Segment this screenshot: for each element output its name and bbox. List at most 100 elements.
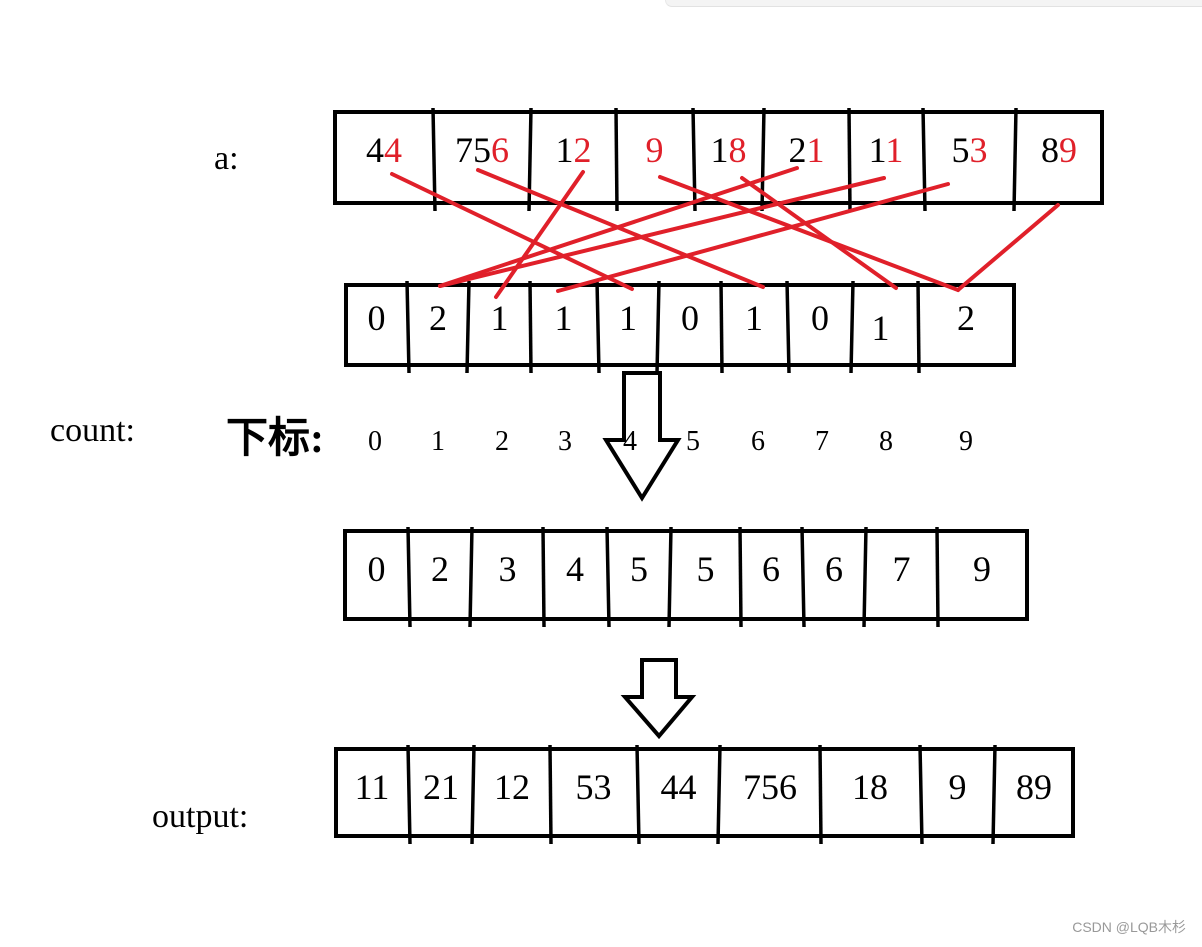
cell-divider [918, 744, 924, 845]
a-cell-value: 44 [366, 132, 402, 168]
a-cell-digit: 4 [384, 130, 402, 170]
index-number: 8 [879, 426, 893, 457]
output-cell-value: 18 [852, 767, 888, 807]
down-arrow [602, 371, 682, 502]
a-cell-digit: 2 [573, 130, 592, 170]
a-cell-prefix: 2 [788, 130, 807, 170]
cell-divider [719, 280, 724, 374]
cell-divider [849, 280, 855, 374]
mapping-line [438, 176, 886, 288]
prefix-sum-cell-value: 6 [762, 549, 780, 589]
output-cell-value: 21 [423, 767, 459, 807]
a-cell-digit: 9 [1059, 130, 1077, 170]
a-cell-value: 53 [952, 132, 988, 168]
prefix-sum-cell-value: 9 [973, 549, 991, 589]
count-cell-value: 1 [554, 298, 573, 338]
a-cell-prefix: 1 [868, 130, 886, 170]
label-a: a: [214, 140, 239, 177]
cell-divider [406, 744, 412, 845]
prefix-sum-cell-value: 0 [367, 549, 386, 589]
a-cell-prefix: 1 [555, 130, 574, 170]
index-number: 9 [959, 426, 973, 457]
index-number: 0 [368, 426, 382, 457]
cell-divider [1012, 107, 1018, 212]
a-cell-digit: 1 [806, 130, 825, 170]
label-index: 下标: [226, 416, 324, 462]
output-cell-value: 756 [743, 767, 797, 807]
output-cell-value: 11 [354, 767, 390, 807]
mapping-line [740, 176, 898, 290]
a-cell-value: 12 [556, 132, 592, 168]
mapping-line [476, 168, 765, 289]
cell-divider [655, 280, 661, 374]
a-cell-prefix: 8 [1041, 130, 1059, 170]
prefix-sum-cell-value: 6 [825, 549, 843, 589]
flow-arrows [602, 371, 697, 740]
a-cell-value: 89 [1041, 132, 1077, 168]
a-cell-digit: 8 [728, 130, 747, 170]
cell-divider [528, 280, 533, 374]
index-number: 4 [623, 426, 637, 457]
prefix-sum-cell-value: 5 [696, 549, 715, 589]
cell-divider [800, 526, 806, 628]
watermark: CSDN @LQB木杉 [1072, 919, 1186, 935]
a-cell-value: 18 [711, 132, 747, 168]
a-cell-digit: 6 [491, 130, 509, 170]
output-cell-value: 53 [575, 767, 612, 807]
count-cell-value: 1 [490, 298, 509, 338]
a-cell-prefix: 75 [455, 130, 491, 170]
array-box-sums [343, 529, 1029, 621]
cell-divider [935, 526, 940, 628]
a-cell-value: 9 [646, 132, 664, 168]
a-cell-prefix: 5 [951, 130, 970, 170]
cell-divider [667, 526, 673, 628]
a-cell-prefix: 4 [366, 130, 384, 170]
count-cell-value: 1 [745, 298, 763, 338]
window-edge [665, 0, 1202, 7]
cell-divider [921, 107, 927, 212]
index-number: 3 [558, 426, 572, 457]
cell-divider [465, 280, 471, 374]
cell-divider [527, 107, 533, 212]
cell-divider [691, 107, 697, 212]
mapping-line [438, 166, 799, 288]
array-box-output [334, 747, 1075, 838]
a-cell-value: 756 [455, 132, 509, 168]
cell-divider [862, 526, 868, 628]
cell-divider [847, 107, 852, 212]
count-cell-value: 0 [681, 298, 699, 338]
label-count: count: [50, 412, 135, 449]
mapping-line [390, 172, 634, 291]
cell-divider [818, 744, 823, 845]
count-cell-value: 1 [871, 308, 890, 348]
cell-divider [548, 744, 553, 845]
mapping-line [556, 182, 950, 293]
count-cell-value: 2 [957, 298, 975, 338]
prefix-sum-cell-value: 3 [498, 549, 517, 589]
count-cell-value: 0 [811, 298, 829, 338]
down-arrow [620, 658, 697, 740]
array-box-a [333, 110, 1104, 205]
prefix-sum-cell-value: 4 [566, 549, 584, 589]
cell-divider [468, 526, 474, 628]
count-cell-value: 0 [367, 298, 386, 338]
index-number: 5 [686, 426, 700, 457]
output-cell-value: 9 [948, 767, 967, 807]
cell-divider [738, 526, 743, 628]
cell-divider [716, 744, 722, 845]
cell-divider [595, 280, 601, 374]
prefix-sum-cell-value: 5 [630, 549, 648, 589]
mapping-line [956, 203, 1060, 292]
a-cell-digit: 9 [645, 130, 664, 170]
cell-divider [991, 744, 997, 845]
a-cell-prefix: 1 [710, 130, 729, 170]
mapping-line [494, 170, 585, 299]
cell-divider [470, 744, 476, 845]
a-cell-digit: 3 [969, 130, 988, 170]
cell-divider [614, 107, 619, 212]
cell-divider [541, 526, 546, 628]
mapping-lines [390, 166, 1060, 299]
index-number: 2 [495, 426, 509, 457]
a-cell-value: 11 [869, 132, 904, 168]
